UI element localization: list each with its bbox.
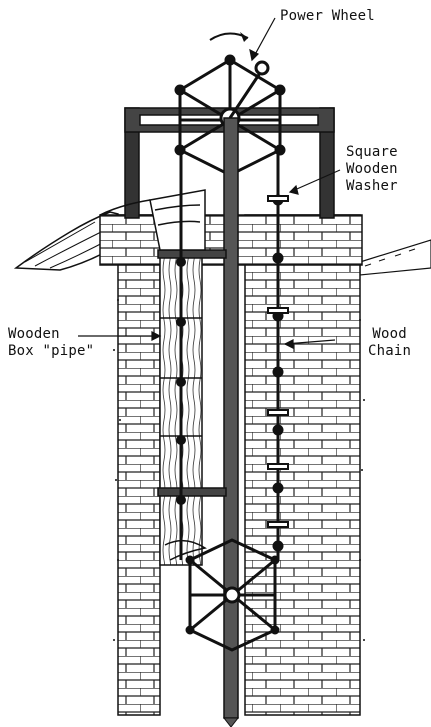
label-pipe-line2: Box "pipe" bbox=[8, 343, 95, 359]
brick-wall-left bbox=[117, 214, 161, 716]
label-pipe-line1: Wooden bbox=[8, 326, 60, 342]
drive-shaft bbox=[223, 117, 239, 719]
water-spout bbox=[99, 189, 206, 251]
bottom-wheel bbox=[185, 538, 280, 652]
brick-wall-right bbox=[244, 214, 361, 716]
leader-lines bbox=[78, 17, 341, 349]
label-washer-line3: Washer bbox=[346, 178, 398, 194]
label-washer-line1: Square bbox=[346, 144, 398, 160]
ground-right bbox=[359, 239, 431, 276]
chain-in-pipe bbox=[176, 150, 186, 560]
water-intake bbox=[164, 539, 207, 561]
label-wooden-box-pipe: Wooden Box "pipe" bbox=[8, 326, 94, 360]
crank-handle bbox=[228, 60, 270, 119]
label-chain-line1: Wood bbox=[372, 326, 407, 342]
square-washers bbox=[267, 195, 289, 528]
label-wood-chain: Wood Chain bbox=[368, 326, 411, 360]
label-power-wheel: Power Wheel bbox=[280, 8, 375, 25]
label-washer-line2: Wooden bbox=[346, 161, 398, 177]
label-chain-line2: Chain bbox=[368, 343, 412, 359]
label-power-wheel-text: Power Wheel bbox=[280, 8, 375, 24]
earth-edges bbox=[113, 299, 365, 641]
label-square-wooden-washer: Square Wooden Washer bbox=[346, 144, 398, 195]
wooden-box-pipe bbox=[157, 249, 227, 566]
